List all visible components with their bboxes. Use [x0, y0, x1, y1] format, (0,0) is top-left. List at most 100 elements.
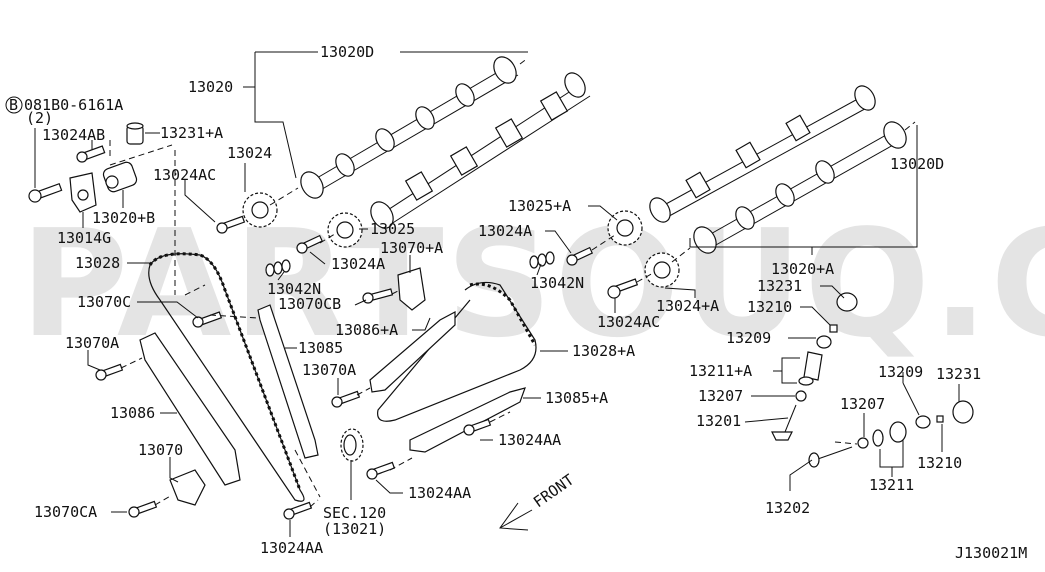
- label-13086-plus-a[interactable]: 13086+A: [335, 321, 398, 339]
- sprocket-13025-plus-a[interactable]: [607, 210, 643, 246]
- valve-13202[interactable]: [808, 446, 853, 468]
- label-13024aa-mid[interactable]: 13024AA: [408, 484, 471, 502]
- label-13202[interactable]: 13202: [765, 499, 810, 517]
- label-13070cb[interactable]: 13070CB: [278, 295, 341, 313]
- label-13024aa-bottom[interactable]: 13024AA: [260, 539, 323, 557]
- label-13042n-right[interactable]: 13042N: [530, 274, 584, 292]
- label-13209-right[interactable]: 13209: [878, 363, 923, 381]
- label-13211[interactable]: 13211: [869, 476, 914, 494]
- label-13209-top[interactable]: 13209: [726, 329, 771, 347]
- bolt-13024ac-right[interactable]: [607, 278, 639, 299]
- bolt-13024aa-right[interactable]: [463, 418, 492, 436]
- crank-sprocket-13021[interactable]: [340, 428, 364, 462]
- seal-13207-top[interactable]: [795, 390, 807, 402]
- valve-13201[interactable]: [771, 404, 797, 441]
- label-13231-plus-a[interactable]: 13231+A: [160, 124, 223, 142]
- label-13024[interactable]: 13024: [227, 144, 272, 162]
- label-13024ab[interactable]: 13024AB: [42, 126, 105, 144]
- label-13020d-top[interactable]: 13020D: [320, 43, 374, 61]
- washers-13042n-right[interactable]: [529, 251, 555, 269]
- lifter-13231-top[interactable]: [836, 292, 858, 312]
- dashed-assembly-lines: [109, 57, 916, 508]
- label-13020[interactable]: 13020: [188, 78, 233, 96]
- label-13028-plus-a[interactable]: 13028+A: [572, 342, 635, 360]
- label-13042n-left[interactable]: 13042N: [267, 280, 321, 298]
- camshaft-intake-left[interactable]: [366, 69, 591, 232]
- bolt-ref-qty: (2): [26, 109, 53, 127]
- retainer-13209-right[interactable]: [915, 415, 931, 429]
- label-13070c[interactable]: 13070C: [77, 293, 131, 311]
- label-13085[interactable]: 13085: [298, 339, 343, 357]
- bolt-reference[interactable]: B 081B0-6161A (2): [5, 96, 123, 127]
- sprocket-13024[interactable]: [242, 192, 278, 228]
- camshaft-exhaust-right[interactable]: [689, 118, 910, 257]
- bolt-13024ac-left[interactable]: [216, 215, 246, 234]
- sprocket-13024-plus-a[interactable]: [644, 252, 680, 288]
- label-13024a-left[interactable]: 13024A: [331, 255, 385, 273]
- bolt-081b0-6161a[interactable]: [28, 182, 63, 203]
- label-13070a-left[interactable]: 13070A: [65, 334, 119, 352]
- leader-lines: [34, 51, 960, 537]
- label-13024-plus-a[interactable]: 13024+A: [656, 297, 719, 315]
- shim-13210-top[interactable]: [829, 324, 838, 333]
- label-13024a-right[interactable]: 13024A: [478, 222, 532, 240]
- spring-13211[interactable]: [872, 421, 907, 447]
- retainer-13209-top[interactable]: [816, 335, 832, 349]
- chain-guide-13085-plus-a[interactable]: [409, 387, 526, 453]
- timing-chain-13028-plus-a[interactable]: [377, 281, 537, 422]
- label-13025-plus-a[interactable]: 13025+A: [508, 197, 571, 215]
- label-13086[interactable]: 13086: [110, 404, 155, 422]
- spring-13211-plus-a[interactable]: [798, 351, 823, 386]
- label-13014g[interactable]: 13014G: [57, 229, 111, 247]
- washers-13042n-left[interactable]: [265, 259, 291, 277]
- bolt-13070ca[interactable]: [128, 500, 158, 518]
- label-13085-plus-a[interactable]: 13085+A: [545, 389, 608, 407]
- bolt-13070a-mid[interactable]: [331, 390, 361, 408]
- lifter-13231-plus-a[interactable]: [126, 122, 144, 145]
- bolt-13024ab[interactable]: [76, 145, 106, 163]
- label-13024aa-right[interactable]: 13024AA: [498, 431, 561, 449]
- label-13024ac-right[interactable]: 13024AC: [597, 313, 660, 331]
- label-13231-right[interactable]: 13231: [936, 365, 981, 383]
- tensioner-13070-plus-a[interactable]: [397, 267, 426, 311]
- sprocket-13025[interactable]: [327, 212, 363, 248]
- bolt-13024aa-bottom[interactable]: [283, 501, 313, 520]
- valve-timing-solenoid-13020-plus-b[interactable]: [102, 161, 138, 194]
- label-13070-plus-a[interactable]: 13070+A: [380, 239, 443, 257]
- label-13020d-right[interactable]: 13020D: [890, 155, 944, 173]
- camshaft-intake-right[interactable]: [646, 82, 880, 226]
- seal-13207-right[interactable]: [857, 437, 869, 449]
- chain-guide-13086-plus-a[interactable]: [369, 311, 456, 393]
- label-13211-plus-a[interactable]: 13211+A: [689, 362, 752, 380]
- bolt-13024aa-mid[interactable]: [366, 461, 396, 480]
- label-sec120-sub[interactable]: (13021): [323, 520, 386, 538]
- part-labels: 13020D 13020 13024AB 13231+A 13024 13024…: [34, 43, 981, 557]
- label-13024ac-left[interactable]: 13024AC: [153, 166, 216, 184]
- chain-guide-13085[interactable]: [257, 304, 319, 459]
- label-13070a-mid[interactable]: 13070A: [302, 361, 356, 379]
- label-13025[interactable]: 13025: [370, 220, 415, 238]
- bolt-13024a-left[interactable]: [296, 234, 324, 254]
- label-13207-top[interactable]: 13207: [698, 387, 743, 405]
- lifter-13231-right[interactable]: [952, 400, 974, 424]
- label-13207-right[interactable]: 13207: [840, 395, 885, 413]
- label-13070[interactable]: 13070: [138, 441, 183, 459]
- front-arrow: FRONT: [499, 471, 577, 531]
- label-13210-top[interactable]: 13210: [747, 298, 792, 316]
- label-13028[interactable]: 13028: [75, 254, 120, 272]
- tensioner-13070[interactable]: [169, 469, 206, 506]
- bolt-13024a-right[interactable]: [566, 246, 594, 266]
- label-13210-right[interactable]: 13210: [917, 454, 962, 472]
- label-13020-plus-b[interactable]: 13020+B: [92, 209, 155, 227]
- label-13020-plus-a[interactable]: 13020+A: [771, 260, 834, 278]
- camshaft-exhaust-left[interactable]: [296, 53, 520, 202]
- chain-guide-13086[interactable]: [139, 332, 241, 486]
- timing-chain-13028[interactable]: [148, 252, 305, 502]
- label-13201[interactable]: 13201: [696, 412, 741, 430]
- label-13231-top[interactable]: 13231: [757, 277, 802, 295]
- label-sec120[interactable]: SEC.120: [323, 504, 386, 522]
- label-13070ca[interactable]: 13070CA: [34, 503, 97, 521]
- shim-13210-right[interactable]: [936, 415, 944, 423]
- bolt-13070a-left[interactable]: [95, 363, 124, 381]
- gasket-13014g[interactable]: [69, 172, 97, 213]
